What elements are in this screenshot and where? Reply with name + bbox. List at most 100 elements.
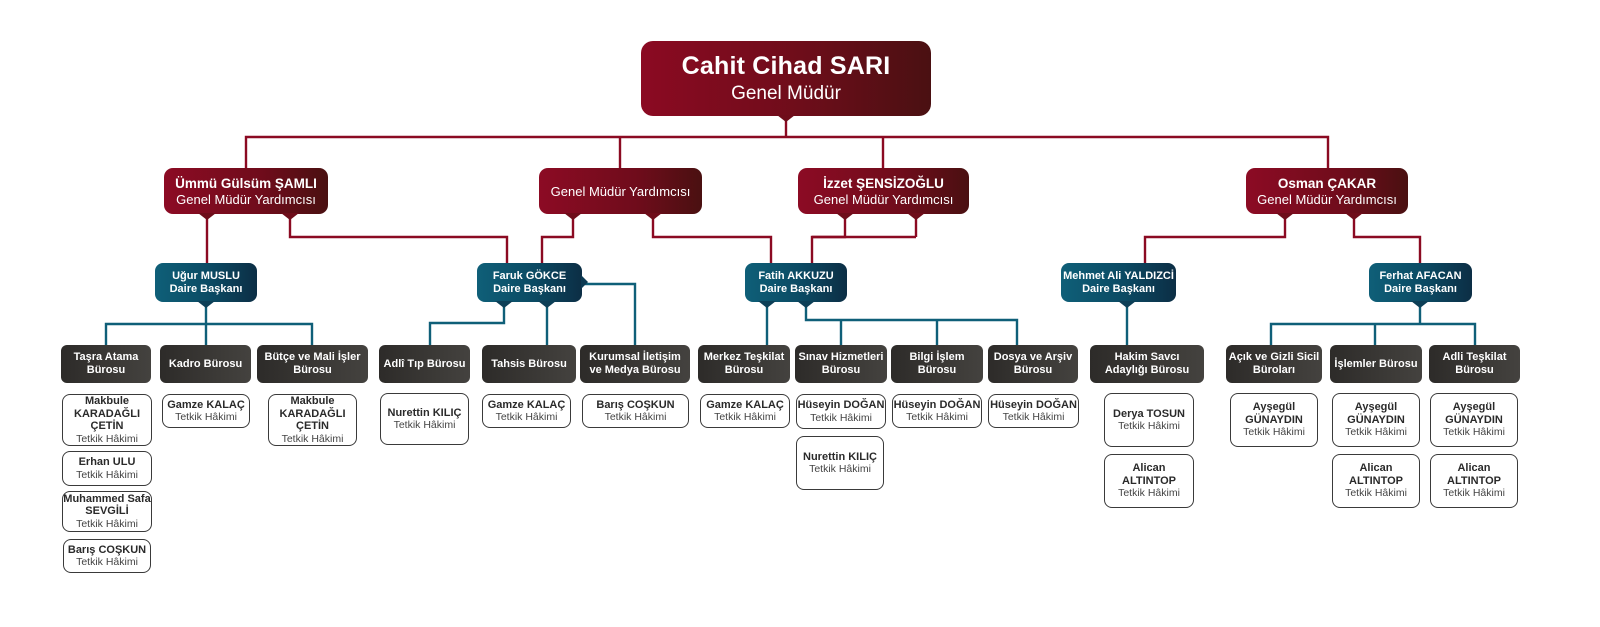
node-name: Muhammed Safa SEVGİLİ bbox=[63, 492, 151, 518]
node-title: Daire Başkanı bbox=[759, 282, 833, 295]
node-title: Tetkik Hâkimi bbox=[76, 432, 138, 445]
connector-notch bbox=[564, 213, 582, 220]
bureau-node-adli-tip-burosu[interactable]: Adlî Tıp Bürosu bbox=[379, 345, 470, 383]
node-title: Tetkik Hâkimi bbox=[809, 463, 871, 475]
node-title: Tetkik Hâkimi bbox=[1345, 426, 1407, 439]
node-title: Genel Müdür Yardımcısı bbox=[813, 191, 954, 207]
teal-connectors bbox=[104, 282, 1477, 345]
deputy-node-vacant[interactable]: Genel Müdür Yardımcısı bbox=[539, 168, 702, 214]
node-name: Taşra Atama Bürosu bbox=[73, 351, 139, 376]
bureau-node-adli-teskilat-burosu[interactable]: Adli Teşkilat Bürosu bbox=[1429, 345, 1520, 383]
connector-notch bbox=[495, 301, 513, 308]
node-name: Ayşegül GÜNAYDIN bbox=[1245, 401, 1303, 426]
node-name: Dosya ve Arşiv Bürosu bbox=[993, 351, 1073, 376]
node-title: Tetkik Hâkimi bbox=[1118, 487, 1180, 500]
bureau-node-islemler-burosu[interactable]: İşlemler Bürosu bbox=[1330, 345, 1422, 383]
connector-notch bbox=[198, 213, 216, 220]
node-title: Tetkik Hâkimi bbox=[1443, 487, 1505, 500]
node-title: Tetkik Hâkimi bbox=[1243, 426, 1305, 439]
node-name: Açık ve Gizli Sicil Büroları bbox=[1228, 351, 1320, 376]
node-title: Tetkik Hâkimi bbox=[604, 411, 667, 423]
node-title: Tetkik Hâkimi bbox=[495, 411, 558, 423]
node-name: Alican ALTINTOP bbox=[1447, 462, 1501, 487]
bureau-node-butce-ve-mali-isler-burosu[interactable]: Bütçe ve Mali İşler Bürosu bbox=[257, 345, 368, 383]
connector-notch bbox=[836, 213, 854, 220]
node-name: Gamze KALAÇ bbox=[487, 398, 566, 411]
node-title: Tetkik Hâkimi bbox=[393, 419, 456, 431]
node-title: Daire Başkanı bbox=[493, 282, 566, 295]
node-name: Erhan ULU bbox=[78, 456, 136, 468]
node-title: Genel Müdür bbox=[731, 83, 841, 104]
connector-notch bbox=[197, 301, 215, 308]
connector-notch bbox=[1411, 301, 1429, 308]
bureau-node-acik-ve-gizli-sicil-burolari[interactable]: Açık ve Gizli Sicil Büroları bbox=[1226, 345, 1322, 383]
node-title: Daire Başkanı bbox=[169, 282, 243, 295]
node-name: Ümmü Gülsüm ŞAMLI bbox=[175, 175, 317, 191]
connector-notch bbox=[1345, 213, 1363, 220]
node-name: Faruk GÖKCE bbox=[492, 269, 567, 282]
bureau-node-tasra-atama-burosu[interactable]: Taşra Atama Bürosu bbox=[61, 345, 151, 383]
node-title: Genel Müdür Yardımcısı bbox=[1257, 191, 1397, 207]
node-title: Tetkik Hâkimi bbox=[1443, 426, 1505, 439]
node-title: Tetkik Hâkimi bbox=[1118, 420, 1180, 432]
node-name: Alican ALTINTOP bbox=[1122, 462, 1176, 487]
bureau-node-hakim-savci-adayligi-burosu[interactable]: Hakim Savcı Adaylığı Bürosu bbox=[1090, 345, 1204, 383]
node-name: Tahsis Bürosu bbox=[491, 357, 567, 370]
bureau-node-tahsis-burosu[interactable]: Tahsis Bürosu bbox=[482, 345, 576, 383]
bureau-node-dosya-ve-arsiv-burosu[interactable]: Dosya ve Arşiv Bürosu bbox=[988, 345, 1078, 383]
bureau-node-kadro-burosu[interactable]: Kadro Bürosu bbox=[160, 345, 251, 383]
node-name: Osman ÇAKAR bbox=[1277, 175, 1377, 191]
node-title: Genel Müdür Yardımcısı bbox=[550, 184, 691, 199]
bureau-node-sinav-hizmetleri-burosu[interactable]: Sınav Hizmetleri Bürosu bbox=[795, 345, 887, 383]
bureau-node-merkez-teskilat-burosu[interactable]: Merkez Teşkilat Bürosu bbox=[698, 345, 790, 383]
node-title: Tetkik Hâkimi bbox=[906, 411, 968, 423]
node-name: Kadro Bürosu bbox=[168, 357, 243, 370]
bureau-node-kurumsal-iletisim-ve-medya-burosu[interactable]: Kurumsal İletişim ve Medya Bürosu bbox=[580, 345, 690, 383]
node-name: Hüseyin DOĞAN bbox=[797, 399, 885, 411]
node-title: Daire Başkanı bbox=[1384, 282, 1457, 295]
connector-notch bbox=[644, 213, 662, 220]
node-title: Tetkik Hâkimi bbox=[76, 556, 138, 568]
node-title: Daire Başkanı bbox=[1082, 282, 1155, 295]
bureau-node-bilgi-islem-burosu[interactable]: Bilgi İşlem Bürosu bbox=[891, 345, 983, 383]
connector-notch bbox=[1118, 301, 1136, 308]
node-name: Ayşegül GÜNAYDIN bbox=[1445, 401, 1503, 426]
node-name: Hakim Savcı Adaylığı Bürosu bbox=[1104, 351, 1190, 376]
node-name: Fatih AKKUZU bbox=[758, 269, 834, 282]
node-name: Adlî Tıp Bürosu bbox=[383, 357, 466, 370]
node-name: Ayşegül GÜNAYDIN bbox=[1347, 401, 1405, 426]
node-name: Makbule KARADAĞLI ÇETİN bbox=[74, 395, 140, 432]
node-name: Hüseyin DOĞAN bbox=[990, 398, 1077, 411]
